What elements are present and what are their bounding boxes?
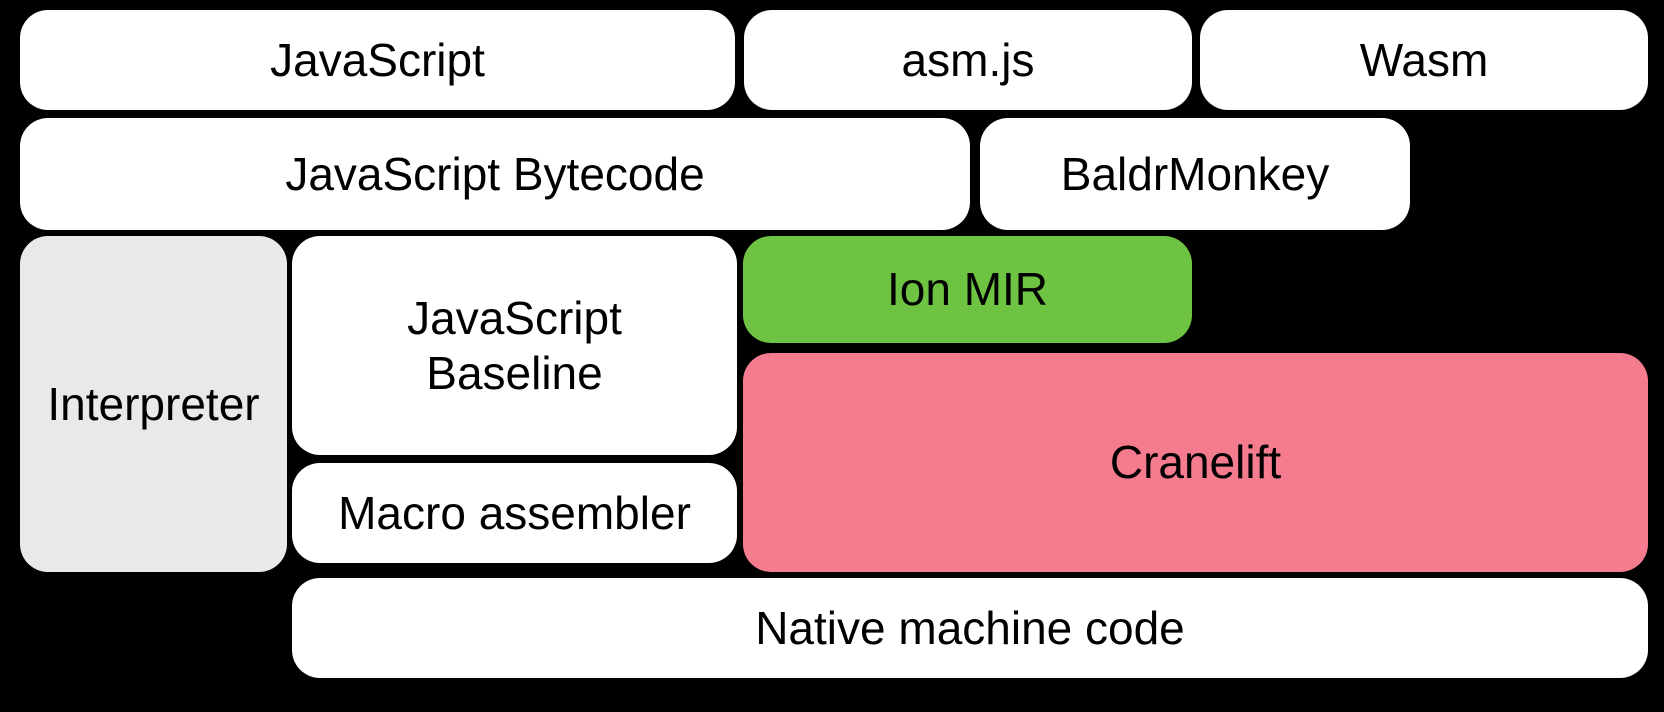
node-wasm: Wasm [1200,10,1648,110]
node-macro-assembler: Macro assembler [292,463,737,563]
node-native-machine-code: Native machine code [292,578,1648,678]
node-javascript-bytecode: JavaScript Bytecode [20,118,970,230]
node-ion-mir: Ion MIR [743,236,1192,343]
node-baldrmonkey: BaldrMonkey [980,118,1410,230]
node-interpreter: Interpreter [20,236,287,572]
node-javascript: JavaScript [20,10,735,110]
node-asmjs: asm.js [744,10,1192,110]
node-javascript-baseline: JavaScript Baseline [292,236,737,455]
node-cranelift: Cranelift [743,353,1648,572]
